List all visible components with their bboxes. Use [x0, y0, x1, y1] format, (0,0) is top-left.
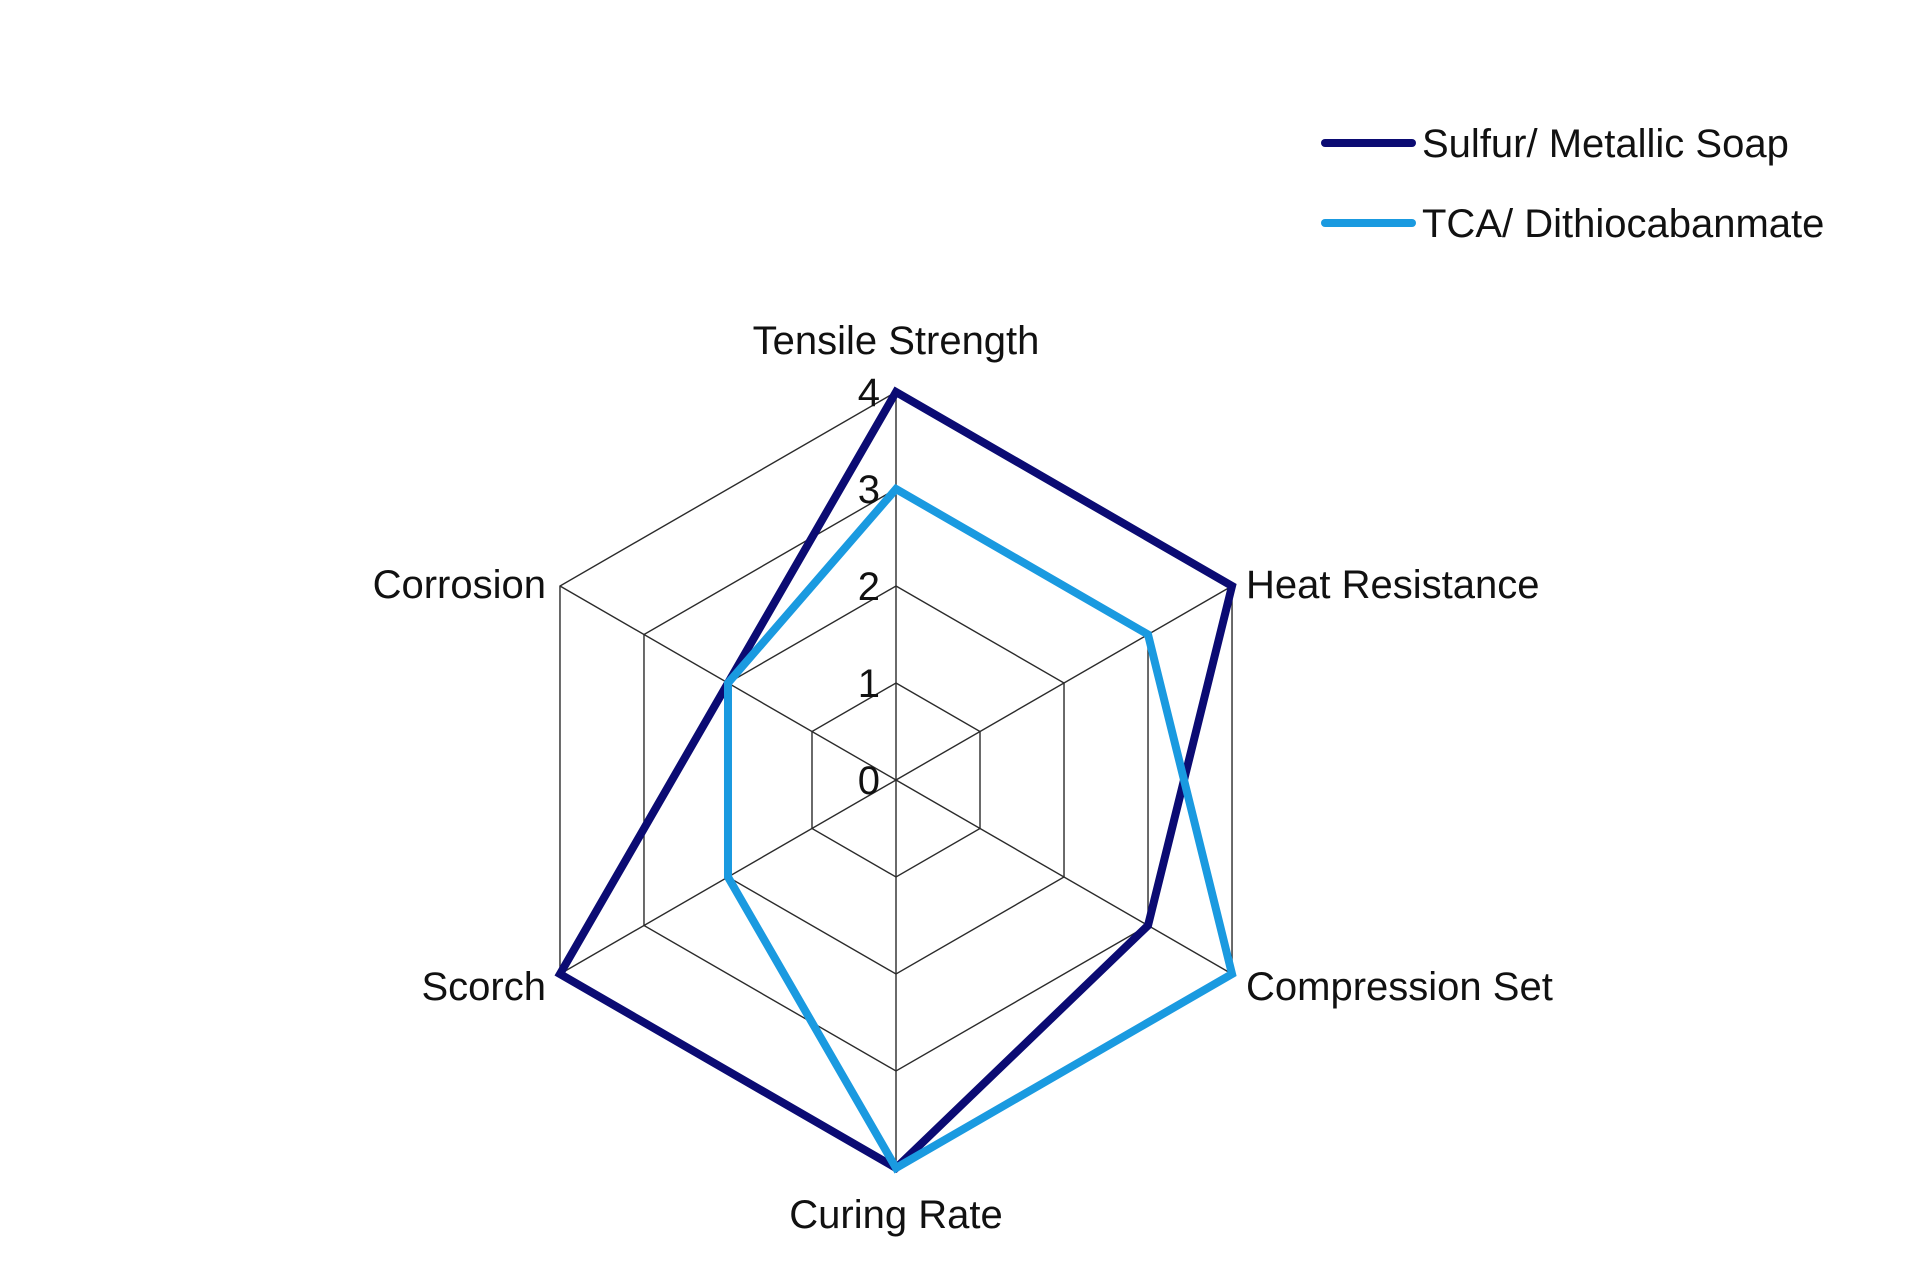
grid: [559, 391, 1233, 1169]
series: [554, 386, 1237, 1174]
axis-label: Tensile Strength: [753, 319, 1040, 363]
axis-spoke: [895, 585, 1233, 781]
axis-label: Curing Rate: [789, 1193, 1002, 1237]
axis-label: Scorch: [421, 965, 546, 1009]
axis-label: Compression Set: [1246, 965, 1553, 1009]
radial-tick-label: 1: [858, 662, 880, 706]
legend-label: Sulfur/ Metallic Soap: [1422, 122, 1789, 166]
legend-label: TCA/ Dithiocabanmate: [1422, 202, 1824, 246]
radial-tick-label: 4: [858, 371, 880, 415]
radial-tick-labels: 0 1 2 3 4: [858, 371, 880, 803]
axis-label: Corrosion: [373, 563, 546, 607]
radial-tick-label: 0: [858, 759, 880, 803]
radial-tick-label: 3: [858, 468, 880, 512]
radial-tick-label: 2: [858, 565, 880, 609]
axis-spoke: [895, 779, 1233, 975]
series-line-2: [723, 483, 1237, 1174]
axis-label: Heat Resistance: [1246, 563, 1539, 607]
